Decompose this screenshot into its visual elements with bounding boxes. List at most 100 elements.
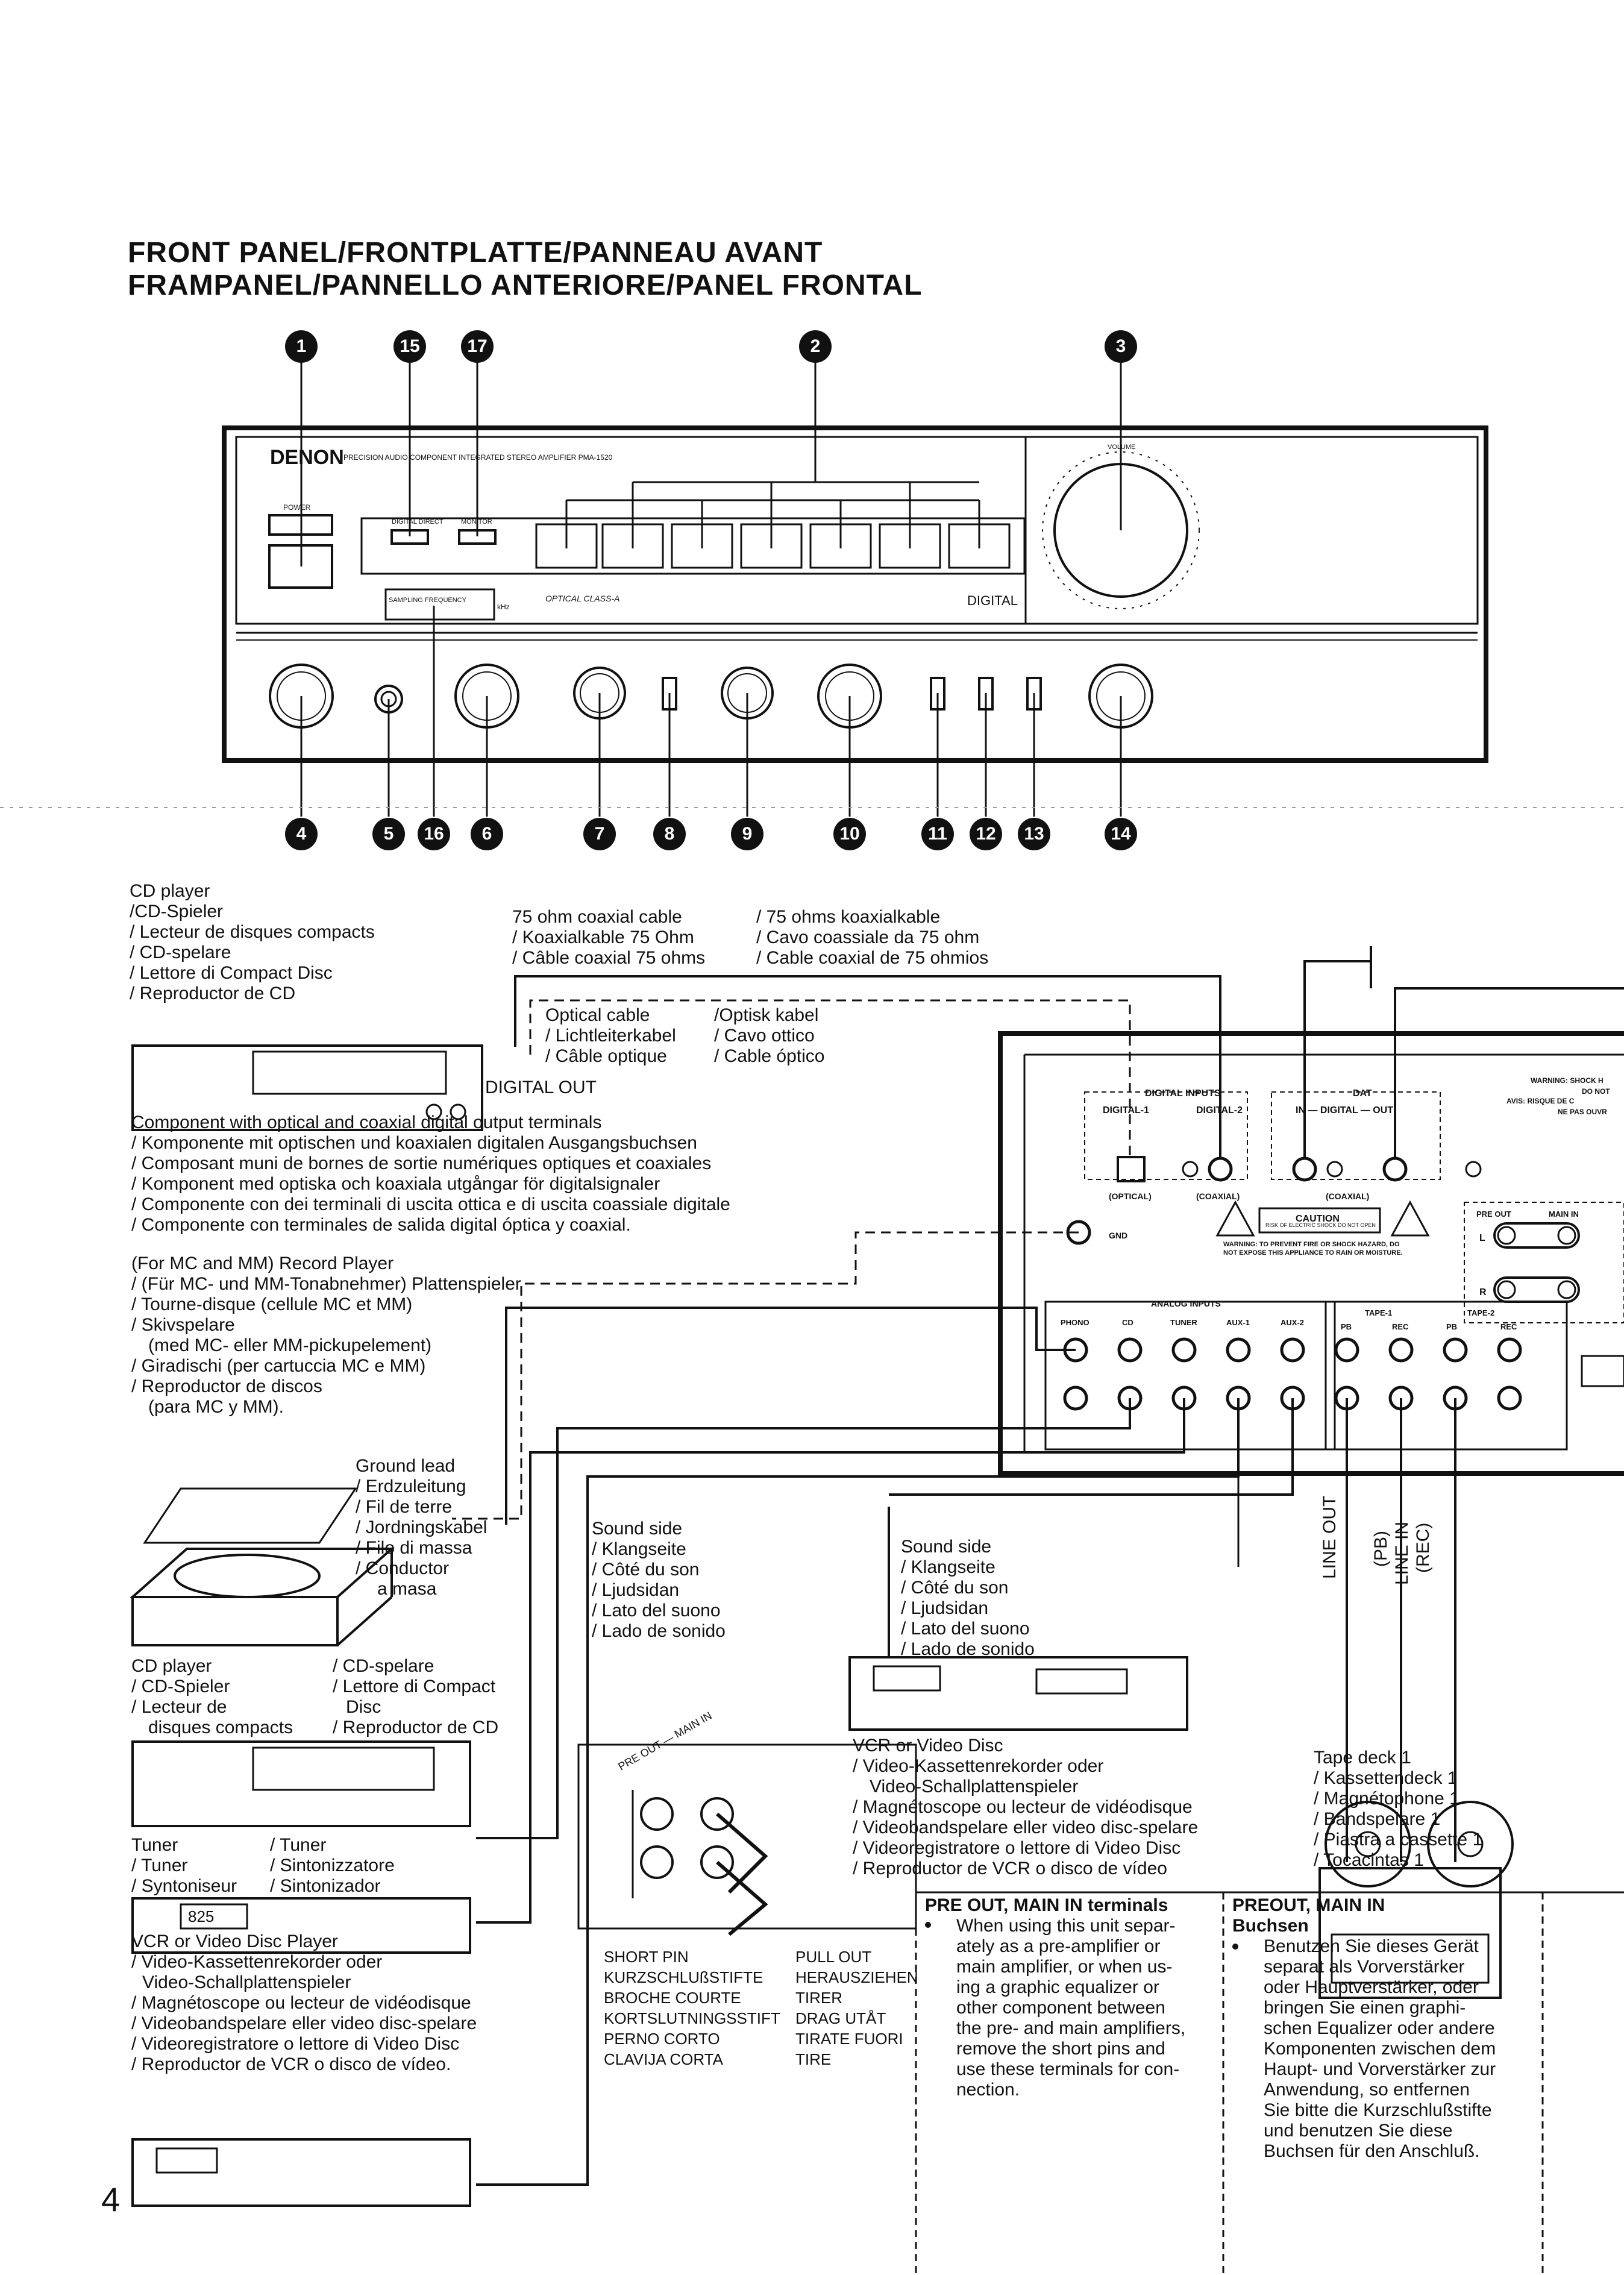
optical-cable-caption: Optical cable / Lichtleiterkabel / Câble… [545, 1005, 676, 1067]
coax-line: / Cable coaxial de 75 ohmios [756, 948, 989, 968]
analog-cd: CD [1122, 1318, 1133, 1327]
callout-10: 10 [833, 818, 866, 850]
cd-player-1-line: /CD-Spieler [130, 902, 224, 921]
tape-deck-line: / Bandspelare 1 [1314, 1809, 1441, 1829]
short-pin-line: KORTSLUTNINGSSTIFT [604, 2009, 780, 2027]
rec2-label: REC [1500, 1322, 1517, 1331]
vcr-left-line: / Reproductor de VCR o disco de vídeo. [131, 2054, 451, 2074]
sampling-label: SAMPLING FREQUENCY [389, 597, 466, 604]
pre-out-de-heading: PREOUT, MAIN IN [1232, 1895, 1385, 1915]
pull-out-line: TIRER [795, 1989, 842, 2007]
sound-side-line: / Ljudsidan [592, 1580, 680, 1600]
pre-out-de-line: oder Hauptverstärker, oder [1264, 1977, 1479, 1997]
vcr-right-line: Video-Schallplattenspieler [870, 1777, 1079, 1796]
sound-side-line: / Ljudsidan [901, 1598, 989, 1618]
tuner-line: / Tuner [131, 1856, 188, 1875]
record-player-line: / (Für MC- und MM-Tonabnehmer) Plattensp… [131, 1274, 521, 1294]
callout-17: 17 [461, 330, 494, 363]
callout-12: 12 [970, 818, 1002, 850]
analog-inputs-label: ANALOG INPUTS [1151, 1299, 1221, 1308]
callout-16: 16 [418, 818, 450, 850]
amp-brand: DENON [270, 446, 344, 469]
digital-label: DIGITAL [967, 593, 1018, 608]
callout-15: 15 [393, 330, 426, 363]
vcr-left-caption: VCR or Video Disc Player / Video-Kassett… [131, 1931, 477, 2075]
pre-out-en-line: main amplifier, or when us- [956, 1957, 1173, 1977]
pull-out-line: PULL OUT [795, 1948, 872, 1966]
pre-out-en-line: use these terminals for con- [956, 2059, 1180, 2079]
monitor-label: MONITOR [461, 518, 492, 526]
component-line: / Komponente mit optischen und koaxialen… [131, 1133, 697, 1153]
callout-14: 14 [1105, 818, 1137, 850]
cd-player-1-caption: CD player /CD-Spieler / Lecteur de disqu… [130, 881, 375, 1004]
pre-out-de-line: bringen Sie einen graphi- [1264, 1998, 1466, 2018]
ground-line: Ground lead [356, 1456, 456, 1476]
ground-line: / Fil de terre [356, 1497, 453, 1517]
pre-out-de-line: Sie bitte die Kurzschlußstifte [1264, 2100, 1492, 2120]
callout-4: 4 [285, 818, 318, 850]
vcr-right-line: / Videobandspelare eller video disc-spel… [853, 1818, 1199, 1837]
cd-player-1-line: / Lettore di Compact Disc [130, 963, 333, 983]
power-label: POWER [283, 503, 311, 512]
ground-line: / Erdzuleitung [356, 1476, 466, 1496]
sound-side-line: / Lato del suono [592, 1601, 721, 1621]
short-pin-line: BROCHE COURTE [604, 1989, 741, 2007]
digital-2-label: DIGITAL-2 [1196, 1105, 1243, 1116]
vcr-left-line: / Video-Kassettenrekorder oder [131, 1952, 383, 1972]
caution-sub-label: RISK OF ELECTRIC SHOCK DO NOT OPEN [1265, 1222, 1376, 1228]
coax-cable-caption: 75 ohm coaxial cable / Koaxialkable 75 O… [512, 907, 705, 968]
connection-lines [129, 946, 1624, 2275]
callout-3: 3 [1105, 330, 1137, 363]
ground-lead-caption: Ground lead / Erdzuleitung / Fil de terr… [356, 1456, 487, 1599]
record-player-line: / Reproductor de discos [131, 1376, 322, 1396]
pre-out-de-line: schen Equalizer oder andere [1264, 2018, 1495, 2038]
analog-aux1: AUX-1 [1226, 1318, 1250, 1327]
optical-line: / Lichtleiterkabel [545, 1026, 676, 1046]
pre-out-de-line: Anwendung, so entfernen [1264, 2080, 1470, 2100]
pre-out-de-line: Komponenten zwischen dem [1264, 2039, 1496, 2059]
callout-1: 1 [285, 330, 318, 363]
page-title-line2: FRAMPANEL/PANNELLO ANTERIORE/PANEL FRONT… [128, 269, 923, 301]
component-line: Component with optical and coaxial digit… [131, 1112, 602, 1132]
analog-aux2: AUX-2 [1281, 1318, 1305, 1327]
short-pin-line: PERNO CORTO [604, 2030, 720, 2048]
vcr-right-line: VCR or Video Disc [853, 1736, 1003, 1756]
vcr-left-line: Video-Schallplattenspieler [142, 1972, 351, 1992]
bullet-icon [925, 1922, 931, 1928]
pre-out-de-line: und benutzen Sie diese [1264, 2121, 1453, 2141]
digital-direct-label: DIGITAL DIRECT [392, 518, 444, 526]
digital-out-label: DIGITAL OUT [485, 1078, 597, 1097]
component-line: / Componente con terminales de salida di… [131, 1215, 631, 1235]
record-player-line: / Giradischi (per cartuccia MC e MM) [131, 1356, 426, 1376]
sound-side-line: / Côté du son [592, 1560, 700, 1580]
volume-label: VOLUME [1108, 444, 1136, 451]
cd2-line: / Lettore di Compact [333, 1677, 496, 1696]
pull-out-caption: PULL OUT HERAUSZIEHEN TIRER DRAG UTÅT TI… [795, 1947, 918, 2069]
dat-in-out-label: IN — DIGITAL — OUT [1296, 1105, 1394, 1116]
vcr-right-line: / Video-Kassettenrekorder oder [853, 1756, 1104, 1776]
cd2-line: / CD-spelare [333, 1656, 434, 1676]
rec1-label: REC [1392, 1322, 1409, 1331]
connection-diagram: CD player /CD-Spieler / Lecteur de disqu… [0, 874, 1624, 2275]
pre-out-de-line: Buchsen für den Anschluß. [1264, 2141, 1480, 2161]
pre-out-de-section: PREOUT, MAIN IN Buchsen Benutzen Sie die… [1232, 1895, 1540, 2162]
main-in-label: MAIN IN [1549, 1210, 1579, 1219]
pb-label: (PB) [1371, 1531, 1391, 1567]
optical-line: /Optisk kabel [714, 1005, 819, 1025]
coax-line: / 75 ohms koaxialkable [756, 907, 941, 927]
callout-9: 9 [731, 818, 763, 850]
caution-label: CAUTION [1296, 1214, 1340, 1224]
sound-side-line: / Lato del suono [901, 1619, 1030, 1639]
cd-player-1-line: CD player [130, 881, 210, 901]
short-pin-line: CLAVIJA CORTA [604, 2050, 723, 2068]
short-pin-caption: SHORT PIN KURZSCHLUßSTIFTE BROCHE COURTE… [604, 1947, 780, 2069]
tuner-caption-b: / Tuner / Sintonizzatore / Sintonizador [270, 1835, 395, 1897]
record-player-line: (para MC y MM). [148, 1397, 284, 1417]
sound-side-line: / Klangseite [901, 1557, 995, 1577]
component-line: / Composant muni de bornes de sortie num… [131, 1153, 712, 1173]
callout-5: 5 [372, 818, 405, 850]
r-label: R [1479, 1287, 1487, 1298]
record-player-line: (med MC- eller MM-pickupelement) [148, 1335, 432, 1355]
tuner-display: 825 [188, 1907, 215, 1925]
record-player-line: / Skivspelare [131, 1315, 235, 1335]
